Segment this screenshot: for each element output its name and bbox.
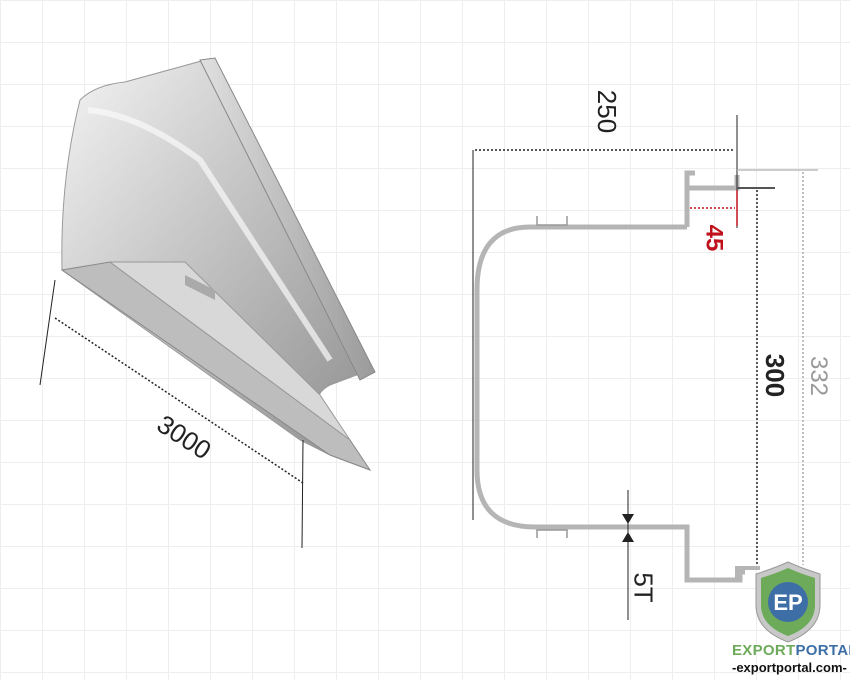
lip-height-label: 45 [700, 224, 728, 252]
logo-url: -exportportal.com- [732, 660, 847, 675]
profile-cross-section [474, 170, 745, 583]
svg-text:EP: EP [773, 590, 802, 615]
total-height-label: 332 [805, 355, 833, 397]
length-dimension [39, 279, 304, 549]
extrusion-3d-view [60, 57, 376, 472]
logo-name: EXPORTPORTAL [732, 642, 850, 659]
dimension-lines [472, 115, 818, 620]
width-label: 250 [592, 89, 623, 134]
inner-height-label: 300 [760, 353, 791, 398]
exportportal-logo: EP [755, 561, 821, 643]
thickness-label: 5T [628, 572, 659, 603]
